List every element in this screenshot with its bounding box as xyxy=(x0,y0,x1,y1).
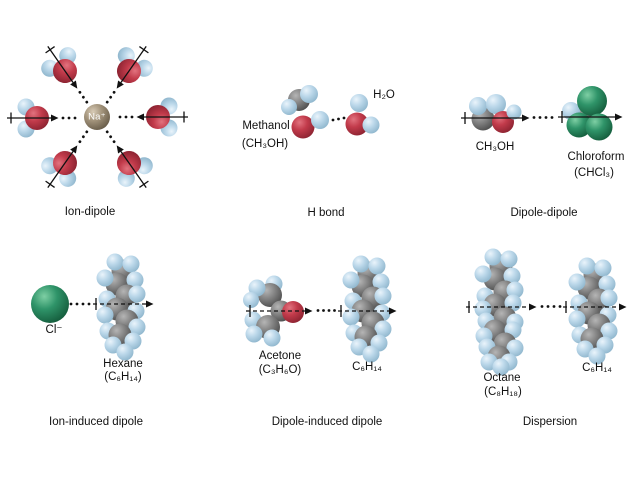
methanol-molecule xyxy=(469,94,522,133)
methanol-formula-label: (CH₃OH) xyxy=(241,138,289,150)
hexane-molecule xyxy=(96,253,146,361)
dispersion-caption: Dispersion xyxy=(522,416,578,428)
h-bond-caption: H bond xyxy=(307,207,345,219)
water-molecule xyxy=(31,118,105,200)
dipole-dipole-panel xyxy=(461,86,623,141)
methanol-molecule xyxy=(281,85,329,139)
dispersion-panel xyxy=(466,248,627,376)
water-molecule xyxy=(89,118,163,200)
chloride-ion-label: Cl⁻ xyxy=(45,324,63,336)
dipole-arrow xyxy=(558,111,623,123)
acetone-name-label: Acetone xyxy=(258,350,302,362)
dipole-arrow xyxy=(246,305,313,317)
hexane-molecule xyxy=(342,255,392,363)
water-formula-label: H₂O xyxy=(373,89,395,101)
induced-dipole-arrow xyxy=(338,305,397,317)
induced-dipole-arrow xyxy=(93,298,154,310)
dipole-arrow xyxy=(461,112,530,124)
ion-dipole-panel xyxy=(6,34,189,200)
water-molecule xyxy=(6,97,78,139)
water-molecule xyxy=(89,34,163,116)
attraction-dots xyxy=(316,309,336,312)
sodium-ion-sphere xyxy=(84,104,110,130)
attraction-dots xyxy=(540,305,562,308)
hexane-name-label: Hexane xyxy=(103,358,143,370)
chloroform-formula-label: (CHCl₃) xyxy=(574,167,614,179)
water-molecule xyxy=(117,96,189,138)
hexane-molecule xyxy=(568,257,618,365)
sodium-ion-label: Na⁺ xyxy=(88,111,106,123)
ion-induced-dipole-panel xyxy=(31,253,154,361)
chloroform-molecule xyxy=(562,86,613,141)
water-molecule xyxy=(345,94,380,136)
chloride-ion-sphere xyxy=(31,285,69,323)
chloroform-name-label: Chloroform xyxy=(567,151,625,163)
octane-name-label: Octane xyxy=(483,372,521,384)
octane-formula-label: (C₈H₁₈) xyxy=(484,386,522,398)
attraction-dots xyxy=(69,302,91,306)
attraction-dots xyxy=(331,116,346,122)
dipole-induced-dipole-panel xyxy=(243,255,397,363)
water-molecule xyxy=(31,34,105,116)
dipole-induced-dipole-caption: Dipole-induced dipole xyxy=(271,416,383,428)
acetone-molecule xyxy=(243,275,304,347)
induced-dipole-arrow xyxy=(466,301,537,313)
h-bond-panel xyxy=(281,85,380,139)
methanol-name-label: Methanol xyxy=(242,120,290,132)
hexane-formula-label: (C₆H₁₄) xyxy=(104,371,142,383)
octane-molecule xyxy=(474,248,524,376)
ion-induced-dipole-caption: Ion-induced dipole xyxy=(49,416,143,428)
induced-dipole-arrow xyxy=(563,301,627,313)
methanol-formula-label: CH₃OH xyxy=(475,141,515,153)
dipole-dipole-caption: Dipole-dipole xyxy=(510,207,578,219)
ion-dipole-caption: Ion-dipole xyxy=(64,206,116,218)
hexane-formula-label: C₆H₁₄ xyxy=(582,362,612,374)
attraction-dots xyxy=(532,116,554,119)
acetone-formula-label: (C₃H₆O) xyxy=(258,364,302,376)
hexane-formula-label: C₆H₁₄ xyxy=(352,361,382,373)
